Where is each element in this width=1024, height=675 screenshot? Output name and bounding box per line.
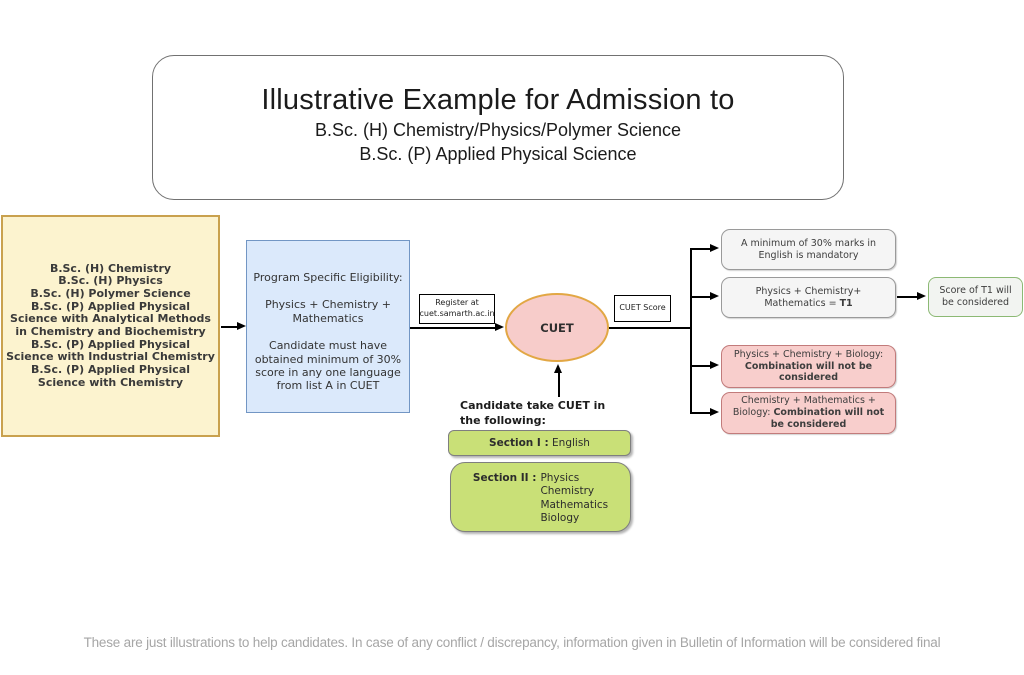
arrow-to-result-4 [690, 412, 712, 414]
cuet-sections-instruction: Candidate take CUET in the following: [460, 399, 606, 427]
result-english-minimum-text: A minimum of 30% marks in English is man… [740, 237, 877, 261]
program-item: B.Sc. (H) Physics [58, 274, 163, 288]
eligibility-subjects: Physics + Chemistry + Mathematics [265, 298, 391, 325]
invalid-combo-1-text: Physics + Chemistry + Biology: Combinati… [727, 349, 890, 385]
eligibility-box: Program Specific Eligibility: Physics + … [246, 240, 410, 413]
result-invalid-combo-1-box: Physics + Chemistry + Biology: Combinati… [721, 345, 896, 388]
combo1-bold: Combination will not be considered [744, 360, 873, 384]
register-label-box: Register at cuet.samarth.ac.in [419, 294, 495, 324]
arrow-t1-to-score [897, 296, 919, 298]
section-1-box: Section I : English [448, 430, 631, 456]
combo2-prefix: Chemistry + Mathematics + Biology: [732, 395, 876, 419]
title-box: Illustrative Example for Admission to B.… [152, 55, 844, 200]
t1-score-considered-box: Score of T1 will be considered [928, 277, 1023, 317]
cuet-score-label-box: CUET Score [614, 295, 671, 322]
diagram-title: Illustrative Example for Admission to [261, 84, 735, 116]
section-2-subjects: Physics Chemistry Mathematics Biology [540, 472, 608, 531]
title-subtitle-2: B.Sc. (P) Applied Physical Science [359, 144, 637, 164]
section-2-subject: Mathematics [540, 498, 609, 511]
result-english-minimum-box: A minimum of 30% marks in English is man… [721, 229, 896, 270]
eligibility-note: Candidate must have obtained minimum of … [254, 339, 402, 393]
arrowhead-right-icon [710, 244, 719, 252]
arrow-to-result-1 [690, 248, 712, 250]
invalid-combo-2-text: Chemistry + Mathematics + Biology: Combi… [727, 395, 890, 431]
branch-vertical-line [690, 249, 692, 414]
program-item: B.Sc. (H) Chemistry [49, 261, 172, 275]
result-invalid-combo-2-box: Chemistry + Mathematics + Biology: Combi… [721, 392, 896, 434]
section-2-label: Section II : [472, 472, 537, 484]
program-item: B.Sc. (P) Applied Physical Science with … [30, 362, 191, 389]
arrow-programs-to-eligibility [221, 326, 239, 328]
cuet-node: CUET [505, 293, 609, 362]
arrowhead-right-icon [710, 408, 719, 416]
arrowhead-right-icon [917, 292, 926, 300]
section-1-value: English [552, 437, 590, 449]
eligibility-heading: Program Specific Eligibility: [253, 271, 403, 284]
program-item: B.Sc. (P) Applied Physical Science with … [6, 337, 215, 364]
arrowhead-right-icon [495, 323, 504, 331]
section-2-subject: Physics [540, 472, 580, 484]
arrow-sections-to-cuet [558, 371, 560, 397]
arrow-to-result-3 [690, 365, 712, 367]
combo1-prefix: Physics + Chemistry + Biology: [733, 348, 884, 360]
arrowhead-right-icon [237, 322, 246, 330]
section-1-label: Section I : [489, 437, 549, 449]
t1-prefix: Physics + Chemistry+ Mathematics = [755, 285, 862, 309]
t1-bold: T1 [839, 297, 853, 309]
line-eligibility-to-cuet [410, 327, 497, 329]
title-subtitle-1: B.Sc. (H) Chemistry/Physics/Polymer Scie… [314, 120, 682, 140]
program-item: B.Sc. (H) Polymer Science [30, 287, 191, 301]
section-2-subject: Chemistry [540, 485, 595, 498]
program-item: B.Sc. (P) Applied Physical Science with … [10, 299, 211, 338]
section-2-box: Section II : Physics Chemistry Mathemati… [450, 462, 631, 532]
section-2-subject: Biology [540, 512, 580, 525]
programs-list-box: B.Sc. (H) Chemistry B.Sc. (H) Physics B.… [1, 215, 220, 437]
arrow-to-result-2 [690, 296, 712, 298]
combo2-bold: Combination will not be considered [770, 407, 885, 430]
arrowhead-up-icon [554, 364, 562, 373]
result-t1-text: Physics + Chemistry+ Mathematics = T1 [727, 286, 890, 310]
line-cuet-to-branch [609, 327, 691, 329]
arrowhead-right-icon [710, 292, 719, 300]
disclaimer-note: These are just illustrations to help can… [83, 635, 941, 650]
result-t1-combination-box: Physics + Chemistry+ Mathematics = T1 [721, 277, 896, 318]
arrowhead-right-icon [710, 361, 719, 369]
